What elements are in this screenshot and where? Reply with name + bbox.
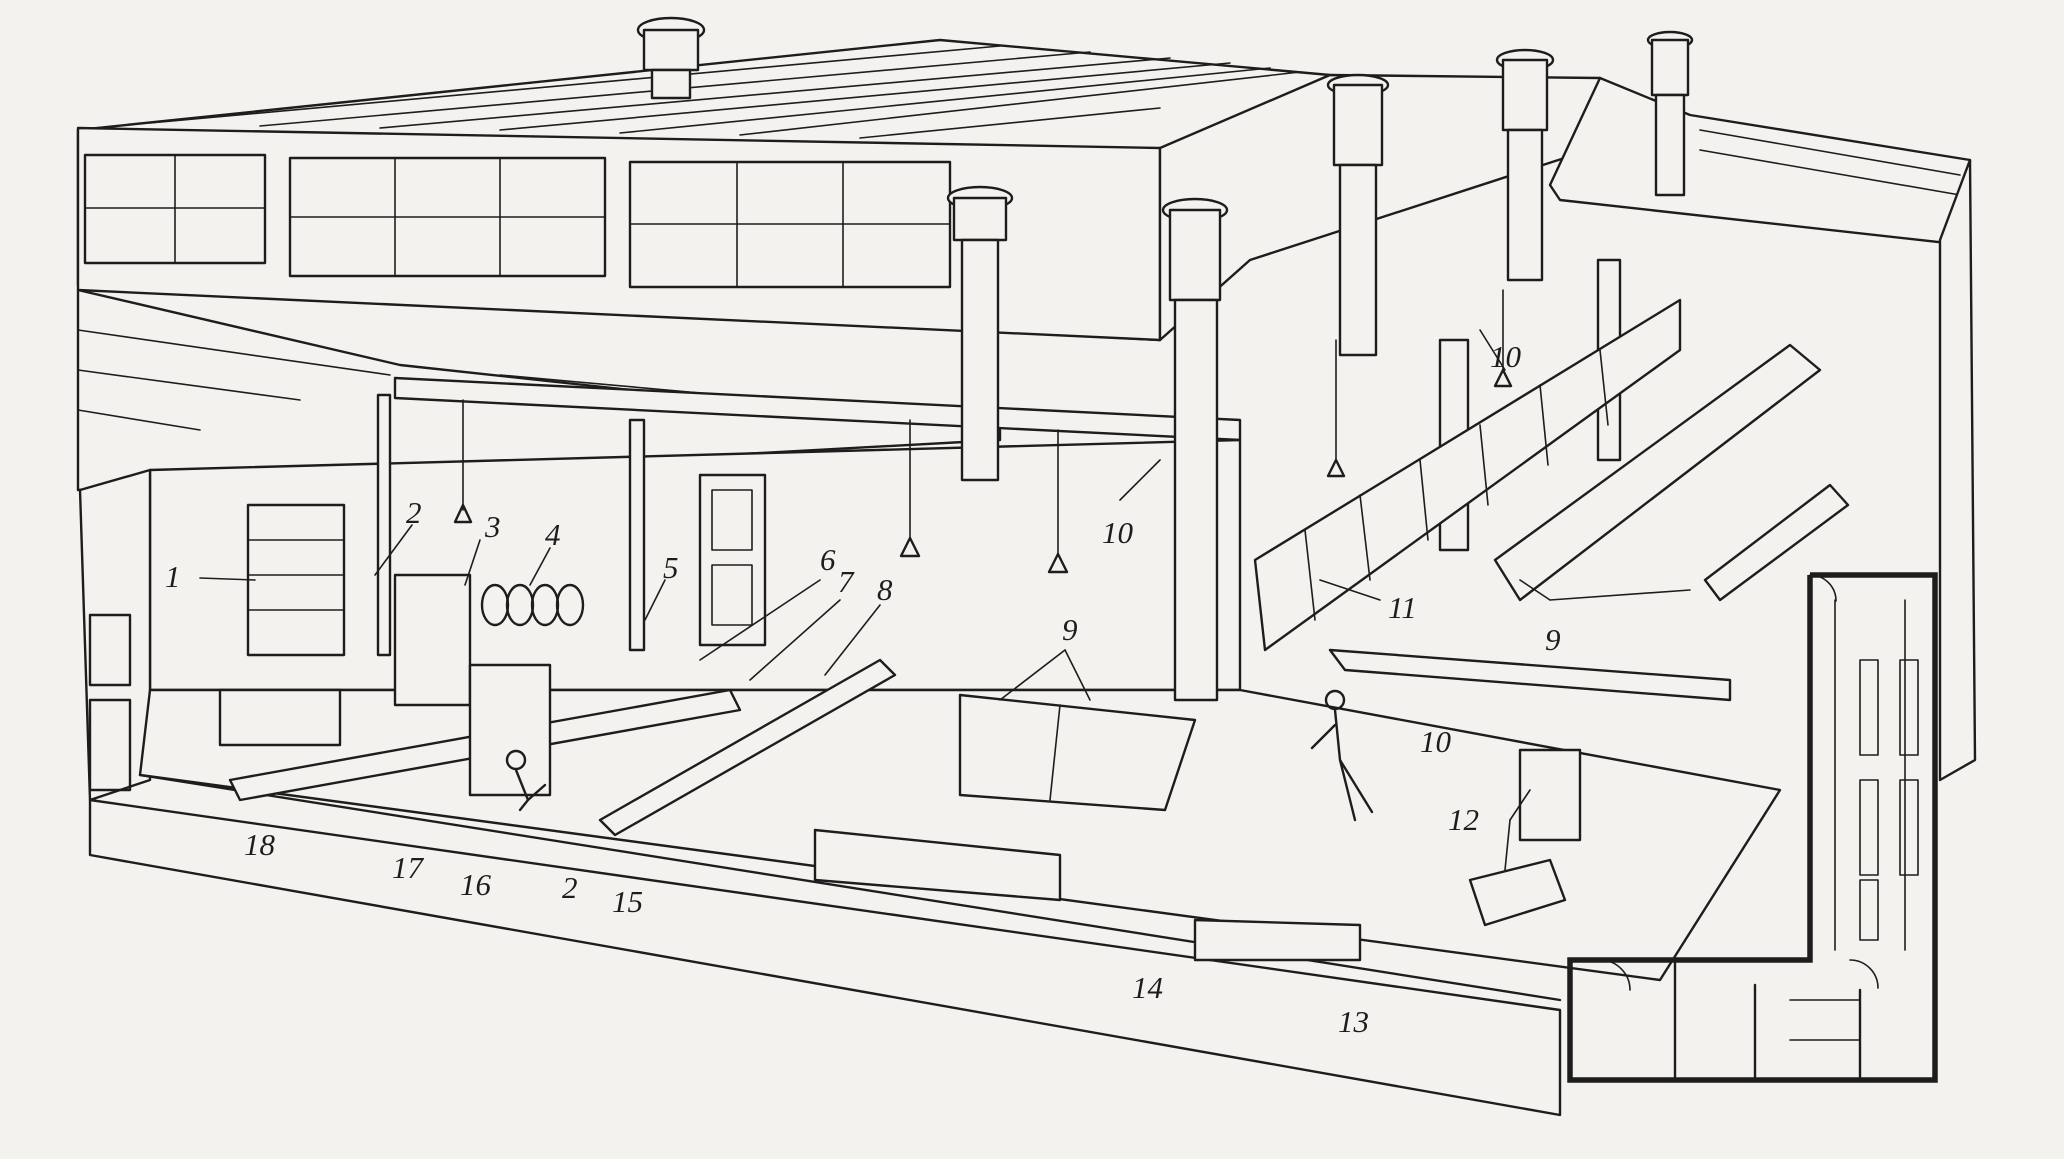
right-wall: [1938, 158, 1977, 782]
label-10b: 10: [1490, 339, 1522, 374]
vent-stack-3: [1326, 73, 1390, 357]
right-roof: [1548, 76, 1972, 247]
label-9b: 9: [1545, 622, 1561, 657]
label-18: 18: [244, 827, 276, 862]
label-5: 5: [663, 550, 679, 585]
ventilation-stacks: [636, 16, 1694, 702]
label-17: 17: [392, 850, 425, 885]
leader-lines: [199, 329, 1691, 871]
equipment: [218, 298, 1850, 962]
bench-row-dividers: [1304, 349, 1609, 621]
floor-edge: [138, 773, 1562, 1002]
hanging-lamps: [453, 289, 1513, 574]
label-16: 16: [460, 867, 492, 902]
worker-figure-1: [1310, 689, 1374, 822]
vent-stack-2: [1161, 197, 1229, 702]
label-7: 7: [838, 564, 855, 599]
gas-bottles: [480, 583, 585, 627]
vent-stack-5: [1646, 30, 1694, 197]
label-9a: 9: [1062, 612, 1078, 647]
label-13: 13: [1338, 1004, 1369, 1039]
label-10a: 10: [1102, 515, 1134, 550]
worker-figure-2: [505, 749, 547, 812]
number-labels: 1 2 3 4 5 6 7 8 9 9 10 10 10 11 12 13 14…: [165, 339, 1561, 1039]
label-2b: 2: [562, 870, 578, 905]
plan-interior-lines: [1599, 574, 1919, 1082]
back-wall-door: [698, 473, 767, 647]
label-11: 11: [1388, 590, 1417, 625]
left-wall: [78, 468, 152, 802]
label-3: 3: [484, 509, 501, 544]
label-8: 8: [877, 572, 893, 607]
test-stand-center: [958, 693, 1197, 812]
building-shell: [76, 38, 1977, 1117]
label-15: 15: [612, 884, 643, 919]
test-stand-right: [1493, 343, 1822, 602]
press-machine: [468, 663, 552, 797]
equipment-room-wall: [1328, 648, 1732, 702]
label-2a: 2: [406, 495, 422, 530]
bench-unit-18: [218, 688, 342, 747]
cabinet: [393, 573, 472, 707]
floor-plan-inset: [1567, 572, 1938, 1083]
floor-slab: [88, 798, 1562, 1117]
vent-stack-4: [1495, 48, 1555, 282]
generator: [1518, 748, 1582, 842]
test-stand-front: [813, 828, 1062, 902]
left-wall-window-2: [88, 698, 132, 792]
vent-stack-1: [946, 185, 1014, 482]
left-wall-window-1: [88, 613, 132, 687]
label-12: 12: [1448, 802, 1479, 837]
back-wall: [148, 438, 1242, 692]
test-stand-far-right: [1703, 483, 1850, 602]
label-1: 1: [165, 559, 181, 594]
label-10c: 10: [1420, 724, 1452, 759]
label-6: 6: [820, 542, 836, 577]
vent-stack-top: [636, 16, 706, 100]
clerestory-windows: [83, 153, 952, 289]
motor-unit: [1468, 858, 1567, 927]
long-bench: [598, 658, 897, 837]
label-4: 4: [545, 517, 561, 552]
bench-row: [1253, 298, 1682, 652]
floor-platform: [1193, 918, 1362, 962]
label-14: 14: [1132, 970, 1163, 1005]
